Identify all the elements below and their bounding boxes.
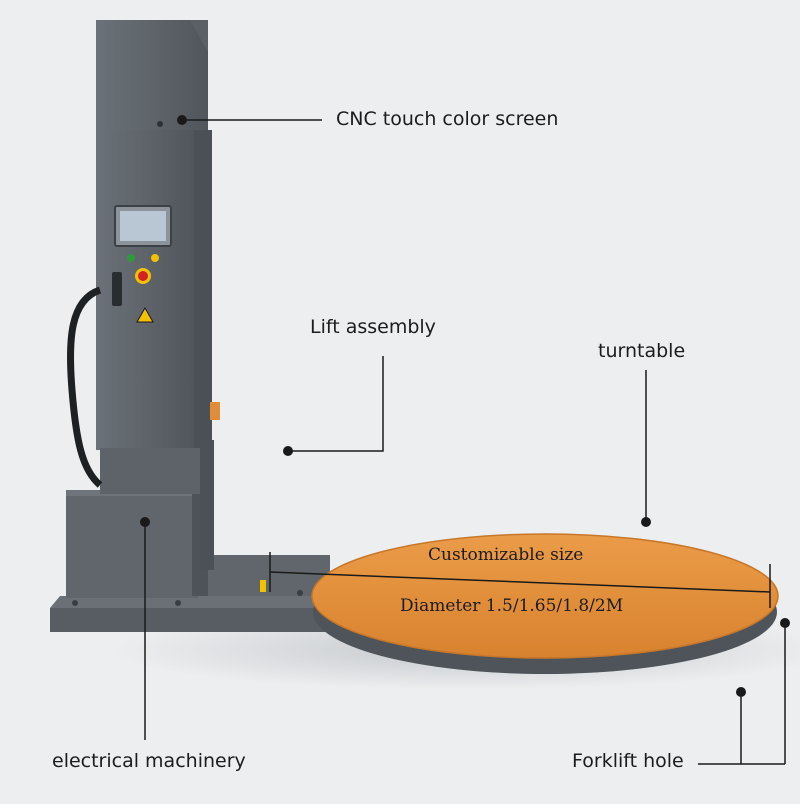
label-cnc-screen: CNC touch color screen: [336, 108, 559, 130]
base-plate: [50, 555, 330, 632]
label-size-note: Customizable size: [428, 545, 584, 565]
callout-turntable: [641, 370, 651, 527]
callout-lift-assembly: [283, 356, 384, 456]
label-forklift: Forklift hole: [572, 750, 684, 772]
power-cable: [66, 286, 103, 488]
label-diameter: Diameter 1.5/1.65/1.8/2M: [400, 596, 624, 616]
diameter-measure: [269, 552, 771, 608]
control-panel: [112, 205, 172, 323]
callout-cnc-screen: [177, 115, 322, 125]
lift-column: [96, 20, 220, 570]
label-lift-assembly: Lift assembly: [310, 316, 436, 338]
label-electrical: electrical machinery: [52, 750, 246, 772]
callout-electrical: [140, 517, 150, 740]
label-turntable: turntable: [598, 340, 686, 362]
callout-forklift: [698, 618, 790, 765]
electrical-machinery-box: [66, 486, 208, 598]
turntable-disc: [311, 533, 779, 674]
